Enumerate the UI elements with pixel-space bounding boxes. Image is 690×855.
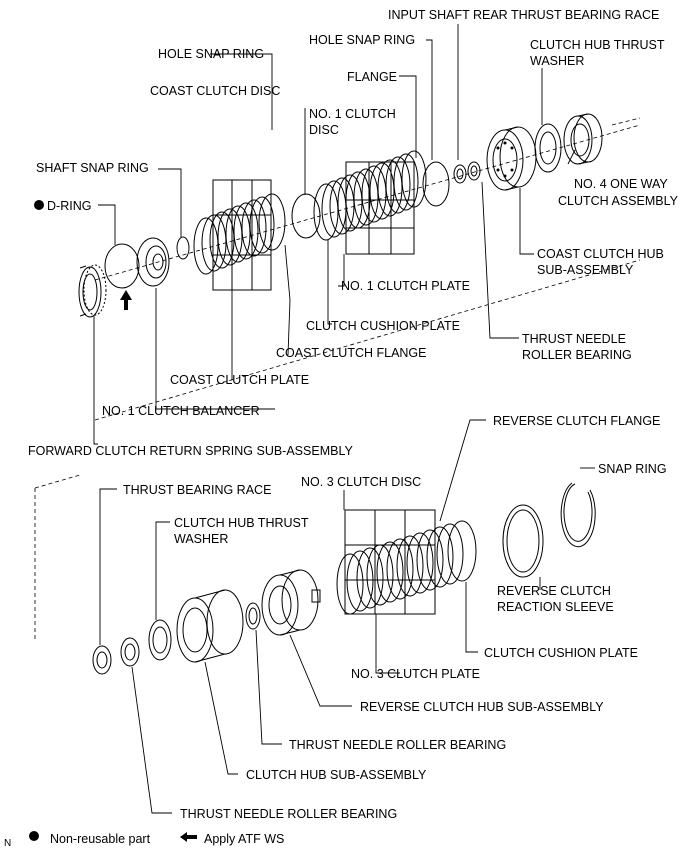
- label-hole-snap-ring-b: HOLE SNAP RING: [309, 33, 415, 47]
- label-coast-clutch-plate: COAST CLUTCH PLATE: [170, 373, 309, 387]
- label-no4-one-way-clutch-1: NO. 4 ONE WAY: [574, 177, 668, 191]
- label-shaft-snap-ring: SHAFT SNAP RING: [36, 161, 149, 175]
- shaft-snap-ring-part: [176, 236, 190, 260]
- label-no4-one-way-clutch-2: CLUTCH ASSEMBLY: [558, 194, 679, 208]
- snap-ring-part: [560, 482, 596, 548]
- d-ring-part: [104, 243, 140, 289]
- label-snap-ring: SNAP RING: [598, 462, 667, 476]
- axis-line-top: [94, 124, 641, 281]
- label-forward-clutch-return-spring: FORWARD CLUTCH RETURN SPRING SUB-ASSEMBL…: [28, 444, 353, 458]
- clutch-hub-thrust-washer-top-part: [534, 123, 562, 173]
- clutch-hub-thrust-washer-bottom-part: [148, 619, 172, 661]
- no4-one-way-clutch-part: [563, 113, 603, 165]
- thrust-bearing-race-part: [92, 645, 112, 675]
- label-input-shaft-race: INPUT SHAFT REAR THRUST BEARING RACE: [388, 8, 659, 22]
- label-no3-clutch-plate: NO. 3 CLUTCH PLATE: [351, 667, 480, 681]
- no1-clutch-pack-part: [313, 150, 427, 255]
- axis-line-bottom-left: [34, 474, 81, 489]
- no1-clutch-balancer-part: [136, 237, 170, 287]
- legend-apply-atf: Apply ATF WS: [204, 832, 285, 846]
- label-coast-clutch-flange: COAST CLUTCH FLANGE: [276, 346, 427, 360]
- label-clutch-hub-thrust-washer-top-1: CLUTCH HUB THRUST: [530, 38, 665, 52]
- label-thrust-needle-top-1: THRUST NEEDLE: [522, 332, 626, 346]
- label-clutch-cushion-plate-bottom: CLUTCH CUSHION PLATE: [484, 646, 638, 660]
- label-no1-clutch-plate: NO. 1 CLUTCH PLATE: [341, 279, 470, 293]
- thrust-needle-bearing-top-part: [467, 161, 481, 181]
- hole-snap-ring-b-part: [422, 161, 450, 207]
- label-clutch-hub-thrust-washer-bottom-1: CLUTCH HUB THRUST: [174, 516, 309, 530]
- label-reverse-clutch-reaction-sleeve-1: REVERSE CLUTCH: [497, 584, 611, 598]
- label-reverse-clutch-hub: REVERSE CLUTCH HUB SUB-ASSEMBLY: [360, 700, 604, 714]
- label-clutch-hub-sub-assembly: CLUTCH HUB SUB-ASSEMBLY: [246, 768, 427, 782]
- leader-lines: [93, 24, 595, 814]
- coast-clutch-pack-part: [193, 179, 286, 291]
- axis-end-top: [611, 117, 641, 126]
- label-clutch-hub-thrust-washer-top-2: WASHER: [530, 54, 584, 68]
- legend-arrow-icon: [180, 831, 198, 846]
- label-reverse-clutch-flange: REVERSE CLUTCH FLANGE: [493, 414, 660, 428]
- hole-snap-ring-a-part: [291, 193, 321, 239]
- label-thrust-needle-mid: THRUST NEEDLE ROLLER BEARING: [289, 738, 506, 752]
- legend-dot-icon: [28, 830, 40, 845]
- label-d-ring: D-RING: [47, 199, 91, 213]
- label-flange: FLANGE: [347, 70, 397, 84]
- thrust-needle-bearing-bottom-part: [120, 637, 140, 667]
- legend-non-reusable: Non-reusable part: [50, 832, 151, 846]
- atf-arrow-icon: [120, 290, 132, 310]
- label-reverse-clutch-reaction-sleeve-2: REACTION SLEEVE: [497, 600, 614, 614]
- coast-clutch-hub-part: [486, 126, 537, 191]
- label-clutch-cushion-plate-top: CLUTCH CUSHION PLATE: [306, 319, 460, 333]
- label-coast-clutch-hub-2: SUB-ASSEMBLY: [537, 263, 634, 277]
- thrust-needle-bearing-mid-part: [245, 602, 261, 630]
- label-thrust-bearing-race: THRUST BEARING RACE: [123, 483, 271, 497]
- axis-line-top-lower: [94, 259, 641, 421]
- input-shaft-race-part: [453, 164, 467, 184]
- reverse-clutch-reaction-sleeve-part: [502, 504, 544, 578]
- label-no3-clutch-disc: NO. 3 CLUTCH DISC: [301, 475, 421, 489]
- part-labels: INPUT SHAFT REAR THRUST BEARING RACE HOL…: [28, 8, 679, 821]
- label-thrust-needle-bottom: THRUST NEEDLE ROLLER BEARING: [180, 807, 397, 821]
- label-clutch-hub-thrust-washer-bottom-2: WASHER: [174, 532, 228, 546]
- label-no1-clutch-balancer: NO. 1 CLUTCH BALANCER: [102, 404, 260, 418]
- label-coast-clutch-hub-1: COAST CLUTCH HUB: [537, 247, 664, 261]
- reverse-clutch-hub-part: [261, 569, 321, 636]
- label-no1-clutch-disc-1: NO. 1 CLUTCH: [309, 107, 396, 121]
- non-reusable-dot-icon: [34, 200, 44, 210]
- label-thrust-needle-top-2: ROLLER BEARING: [522, 348, 632, 362]
- forward-clutch-return-spring-part: [78, 264, 107, 318]
- label-no1-clutch-disc-2: DISC: [309, 123, 339, 137]
- clutch-hub-part: [176, 589, 244, 663]
- no3-clutch-pack-part: [336, 509, 477, 615]
- label-coast-clutch-disc: COAST CLUTCH DISC: [150, 84, 280, 98]
- legend: N Non-reusable part Apply ATF WS: [0, 828, 690, 852]
- legend-corner-mark: N: [4, 838, 12, 849]
- label-hole-snap-ring-a: HOLE SNAP RING: [158, 47, 264, 61]
